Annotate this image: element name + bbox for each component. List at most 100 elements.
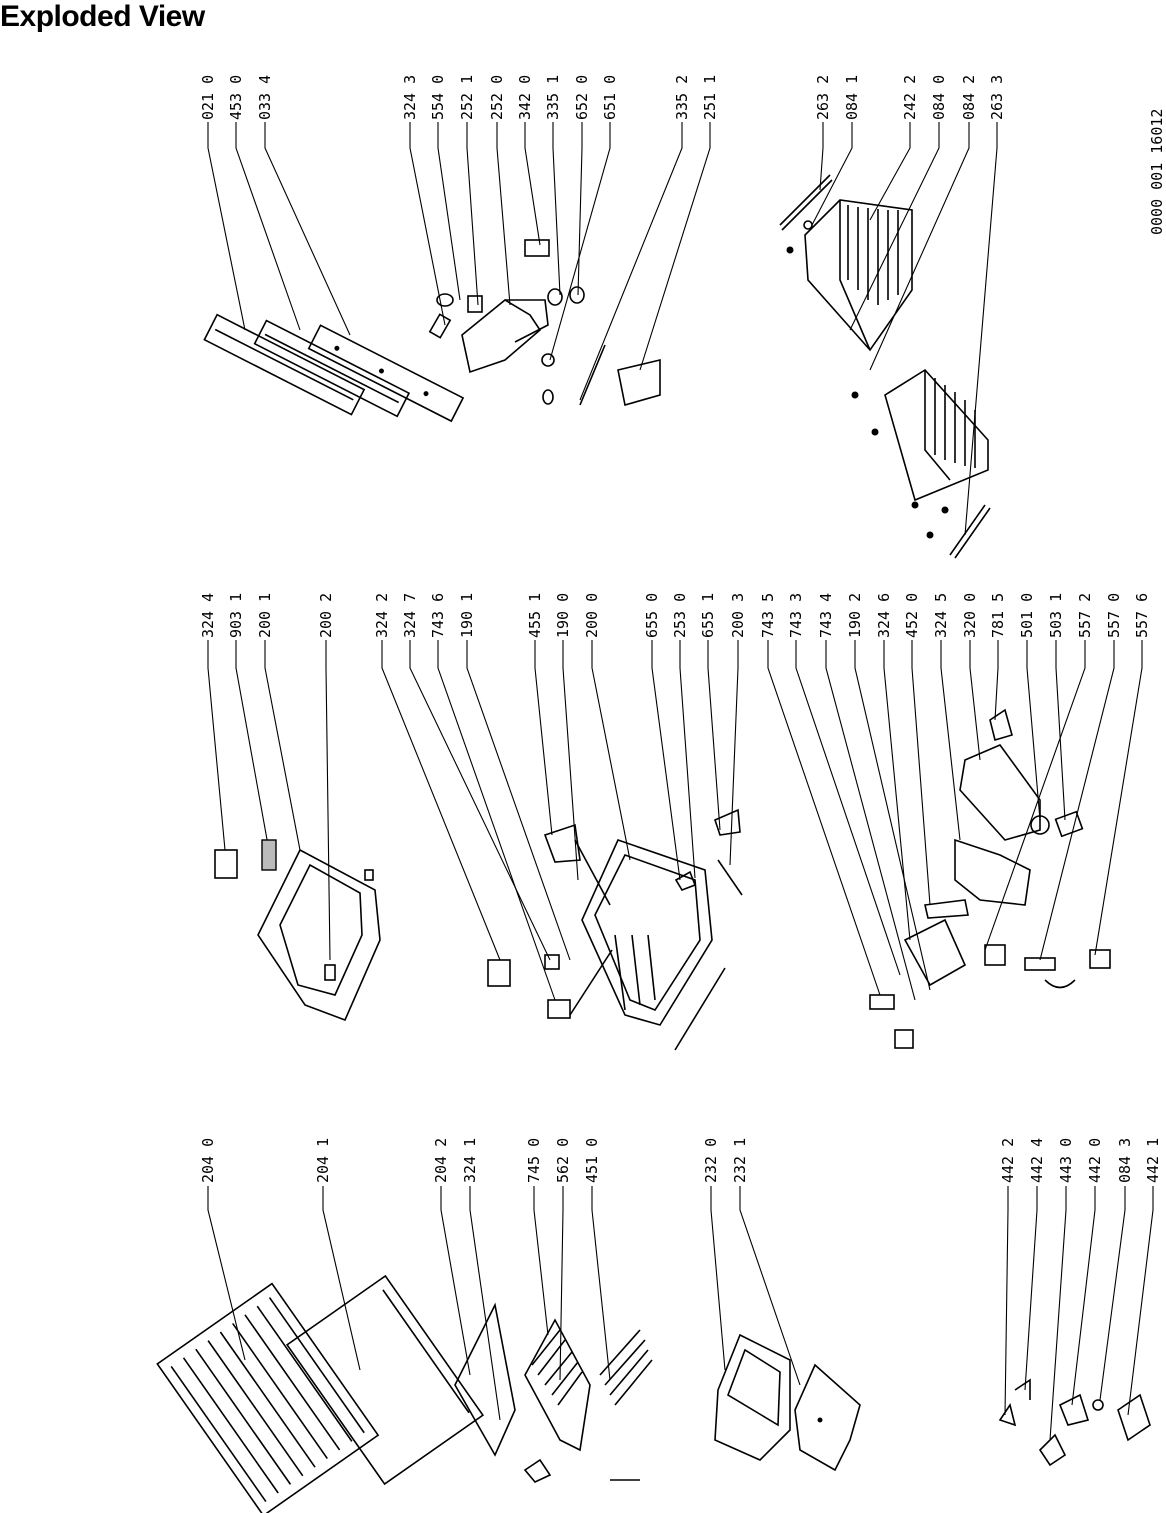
leader-line bbox=[496, 122, 511, 306]
leader-line bbox=[1024, 1186, 1038, 1391]
callout-label: 190 1 bbox=[458, 593, 476, 638]
callout-label: 200 3 bbox=[729, 593, 747, 638]
leader-line bbox=[911, 640, 931, 906]
control-parts-cluster bbox=[428, 239, 661, 407]
callout-label: 232 0 bbox=[702, 1138, 720, 1183]
leader-line bbox=[739, 1186, 801, 1386]
callout-label: 324 1 bbox=[461, 1138, 479, 1183]
leader-line bbox=[207, 122, 246, 331]
callout-label: 453 0 bbox=[227, 75, 245, 120]
callout-label: 557 2 bbox=[1076, 593, 1094, 638]
leader-line bbox=[322, 1186, 361, 1371]
leader-line bbox=[437, 122, 461, 301]
callout-label: 320 0 bbox=[961, 593, 979, 638]
callout-label: 252 1 bbox=[458, 75, 476, 120]
leader-line bbox=[235, 122, 301, 331]
leader-line bbox=[591, 640, 631, 861]
leader-line bbox=[984, 640, 1086, 951]
callout-label: 021 0 bbox=[199, 75, 217, 120]
leader-line bbox=[559, 1186, 564, 1381]
leader-line bbox=[869, 122, 911, 221]
leader-line bbox=[651, 640, 681, 881]
callout-label: 655 1 bbox=[699, 593, 717, 638]
leader-line bbox=[409, 122, 446, 326]
leader-line bbox=[577, 122, 583, 296]
callout-label: 655 0 bbox=[643, 593, 661, 638]
callout-label: 743 3 bbox=[787, 593, 805, 638]
leader-line bbox=[1026, 640, 1041, 821]
freezer-lid-parts bbox=[214, 839, 381, 1022]
leader-line bbox=[729, 640, 739, 866]
callout-label: 903 1 bbox=[227, 593, 245, 638]
callout-label: 557 0 bbox=[1105, 593, 1123, 638]
callout-label: 442 1 bbox=[1144, 1138, 1162, 1183]
leader-line bbox=[325, 640, 331, 961]
leader-line bbox=[707, 640, 721, 831]
callout-label: 651 0 bbox=[601, 75, 619, 120]
wire-shelf-2040 bbox=[156, 1282, 380, 1513]
leader-line bbox=[381, 640, 501, 961]
glass-shelf-2041 bbox=[285, 1274, 485, 1486]
trim-strip-4530 bbox=[253, 319, 411, 418]
freezer-compartment bbox=[487, 808, 743, 1051]
leader-line bbox=[524, 122, 541, 246]
callout-label: 190 2 bbox=[846, 593, 864, 638]
callout-label: 033 4 bbox=[256, 75, 274, 120]
callout-label: 190 0 bbox=[554, 593, 572, 638]
callout-label: 251 1 bbox=[701, 75, 719, 120]
leader-line bbox=[679, 640, 696, 879]
callout-label: 253 0 bbox=[671, 593, 689, 638]
callout-label: 442 4 bbox=[1028, 1138, 1046, 1183]
callout-label: 204 1 bbox=[314, 1138, 332, 1183]
callout-label: 200 0 bbox=[583, 593, 601, 638]
callout-label: 324 7 bbox=[401, 593, 419, 638]
leader-line bbox=[854, 640, 931, 991]
leader-line bbox=[579, 122, 683, 401]
callout-label: 324 4 bbox=[199, 593, 217, 638]
leader-line bbox=[964, 122, 998, 536]
callout-label: 503 1 bbox=[1047, 593, 1065, 638]
crisper-cover-2042 bbox=[454, 1302, 516, 1457]
leader-line bbox=[1094, 640, 1143, 956]
callout-label: 455 1 bbox=[526, 593, 544, 638]
door-balcony-shelves bbox=[779, 174, 991, 559]
leader-line bbox=[1039, 640, 1115, 961]
leader-line bbox=[437, 640, 556, 1001]
callout-label: 557 6 bbox=[1133, 593, 1151, 638]
leader-line bbox=[1127, 1186, 1154, 1416]
leader-line bbox=[264, 640, 301, 851]
callout-label: 084 0 bbox=[930, 75, 948, 120]
leader-line bbox=[591, 1186, 611, 1381]
trim-strip-0334 bbox=[307, 324, 465, 423]
part-drawings bbox=[156, 174, 1151, 1513]
leader-lines bbox=[207, 122, 1154, 1441]
leader-line bbox=[466, 122, 479, 306]
callout-label: 324 2 bbox=[373, 593, 391, 638]
leader-line bbox=[825, 640, 916, 1001]
leader-line bbox=[1071, 1186, 1096, 1406]
callout-label: 204 2 bbox=[432, 1138, 450, 1183]
callout-label: 501 0 bbox=[1018, 593, 1036, 638]
leader-line bbox=[767, 640, 881, 996]
callout-label: 200 2 bbox=[317, 593, 335, 638]
callout-label: 743 6 bbox=[429, 593, 447, 638]
leader-line bbox=[409, 640, 551, 961]
leader-line bbox=[639, 122, 711, 371]
callout-label: 652 0 bbox=[573, 75, 591, 120]
callout-label: 084 1 bbox=[843, 75, 861, 120]
callout-label: 204 0 bbox=[199, 1138, 217, 1183]
leader-line bbox=[1004, 1186, 1009, 1416]
callout-label: 324 5 bbox=[932, 593, 950, 638]
leader-line bbox=[207, 640, 226, 851]
leader-line bbox=[1055, 640, 1066, 821]
callout-label: 335 2 bbox=[673, 75, 691, 120]
leader-line bbox=[849, 122, 940, 331]
leader-line bbox=[883, 640, 911, 941]
leader-line bbox=[534, 640, 553, 836]
leader-line bbox=[533, 1186, 549, 1336]
callout-label: 342 0 bbox=[516, 75, 534, 120]
drawing-code: 0000 001 16012 bbox=[1148, 109, 1166, 235]
leader-line bbox=[552, 122, 561, 296]
leader-line bbox=[207, 1186, 246, 1361]
